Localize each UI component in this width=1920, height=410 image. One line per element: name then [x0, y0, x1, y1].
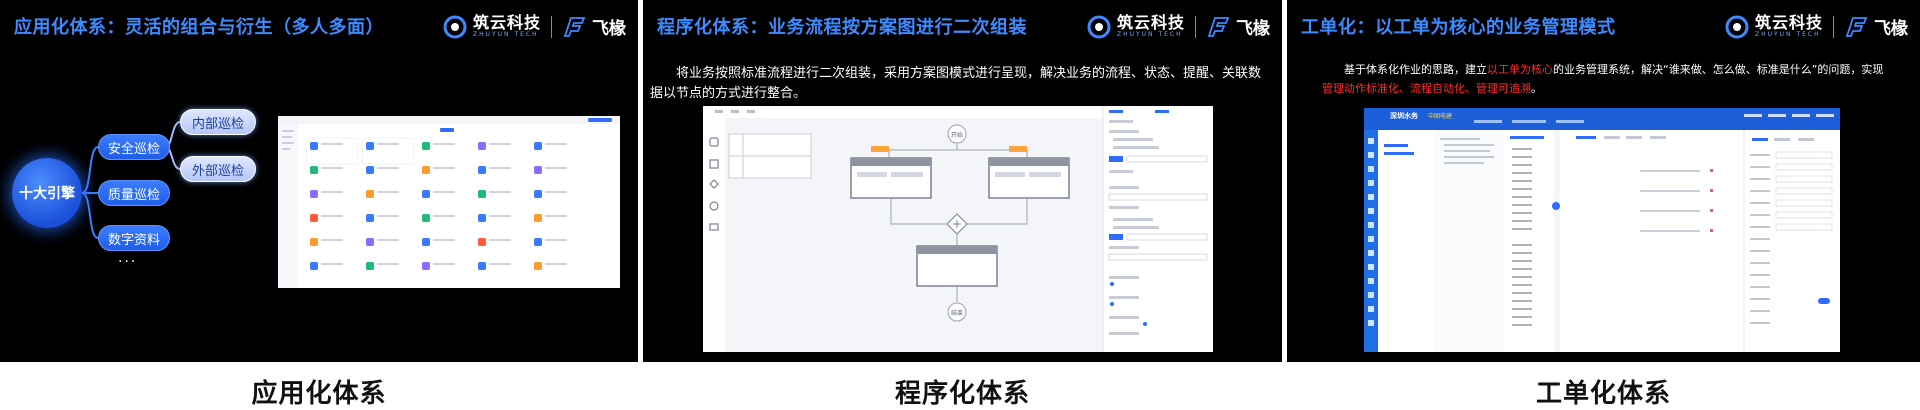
flow-end-node: 结束 [951, 309, 963, 317]
feichuan-logo-icon [1207, 16, 1230, 37]
zhuyun-logo-icon [1725, 15, 1749, 38]
panel-title: 工单化：以工单为核心的业务管理模式 [1301, 17, 1616, 38]
workorder-description: 基于体系化作业的思路，建立以工单为核心的业务管理系统，解决“谁来做、怎么做、标准… [1322, 63, 1884, 95]
mindmap-item-external: 外部巡检 [180, 156, 256, 182]
brand-logo: 筑云科技 ZHUYUN TECH 飞椽 [443, 14, 626, 39]
brand-name-cn: 筑云科技 [472, 13, 541, 32]
panel-title: 应用化体系：灵活的组合与衍生（多人多面） [14, 17, 384, 38]
engine-hub: 十大引擎 [12, 158, 82, 228]
app-name: 深圳水务 [1390, 111, 1419, 120]
program-description: 将业务按照标准流程进行二次组装，采用方案图模式进行呈现，解决业务的流程、状态、提… [650, 66, 1262, 101]
brand-name-en: ZHUYUN TECH [472, 31, 539, 38]
feichuan-logo-icon [563, 16, 586, 37]
workorder-app-screenshot: 深圳水务 中国电建 [1364, 108, 1840, 352]
flow-start-node: 开始 [951, 131, 963, 139]
partner-name: 飞椽 [1874, 19, 1908, 39]
mindmap-ellipsis: ... [118, 250, 138, 266]
feichuan-logo-icon [1845, 16, 1868, 37]
panel-application-system: 应用化体系：灵活的组合与衍生（多人多面） 筑云科技 ZHUYUN TECH 飞椽… [0, 0, 638, 362]
mindmap-item-digital: 数字资料 [98, 225, 170, 251]
mindmap-item-internal: 内部巡检 [180, 109, 256, 135]
brand-name-en: ZHUYUN TECH [1116, 31, 1183, 38]
flow-designer-screenshot: 开始 结束 [703, 106, 1213, 352]
app-partner: 中国电建 [1428, 112, 1452, 120]
panel-title: 程序化体系：业务流程按方案图进行二次组装 [657, 17, 1027, 38]
brand-logo: 筑云科技 ZHUYUN TECH 飞椽 [1725, 14, 1908, 39]
brand-name-cn: 筑云科技 [1116, 13, 1185, 32]
brand-logo: 筑云科技 ZHUYUN TECH 飞椽 [1087, 14, 1270, 39]
partner-name: 飞椽 [1236, 19, 1270, 39]
emphasis-text: 管理动作标准化、流程自动化、管理可追溯 [1322, 82, 1531, 95]
app-grid-screenshot [278, 116, 620, 288]
zhuyun-logo-icon [1087, 15, 1111, 38]
mindmap-item-safety: 安全巡检 [98, 134, 170, 160]
caption-application: 应用化体系 [251, 379, 387, 409]
brand-name-cn: 筑云科技 [1754, 13, 1823, 32]
mindmap-item-quality: 质量巡检 [98, 180, 170, 206]
partner-name: 飞椽 [592, 19, 626, 39]
emphasis-text: 以工单为核心 [1487, 63, 1553, 76]
zhuyun-logo-icon [443, 15, 467, 38]
caption-workorder: 工单化体系 [1535, 379, 1671, 409]
brand-name-en: ZHUYUN TECH [1754, 31, 1821, 38]
caption-program: 程序化体系 [894, 379, 1030, 409]
